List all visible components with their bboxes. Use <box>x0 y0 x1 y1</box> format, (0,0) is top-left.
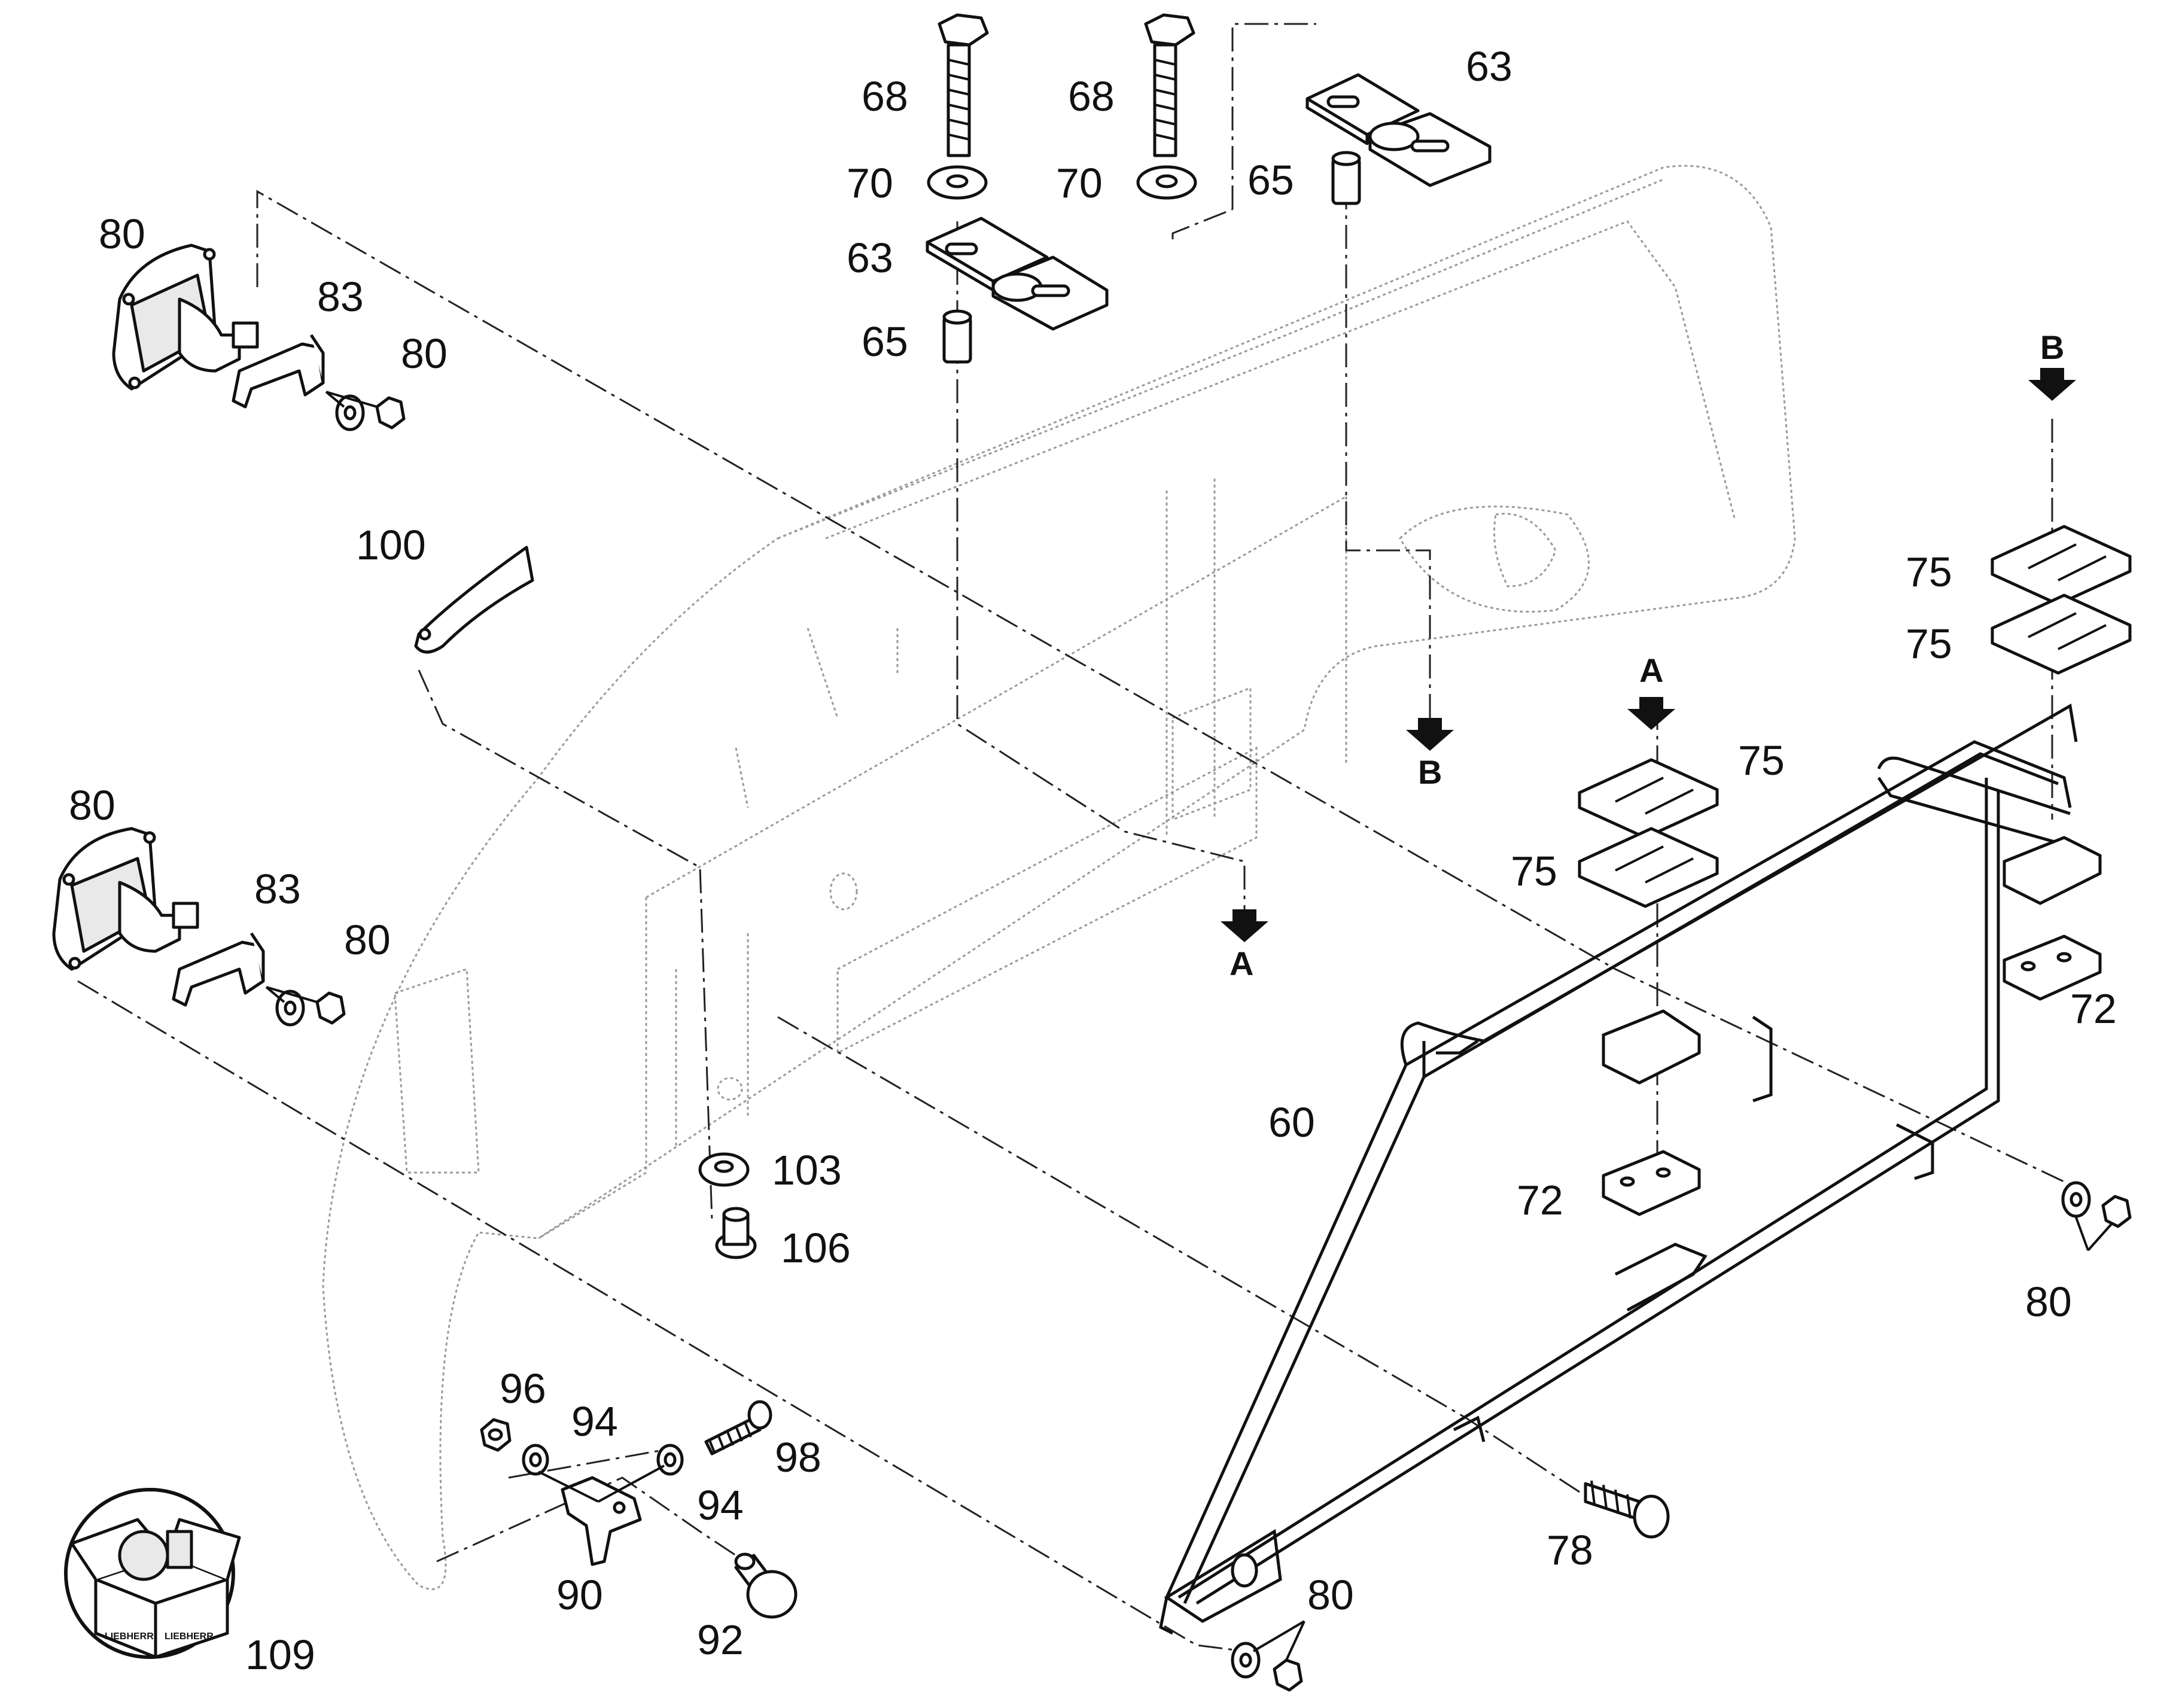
label-72-left: 72 <box>1517 1177 1563 1223</box>
part-labels: 68 68 63 70 70 65 63 65 80 83 80 100 80 … <box>69 43 2117 1678</box>
assembly-lines <box>77 23 2071 1652</box>
washer-nut-80-lower <box>275 990 346 1027</box>
label-80-lower-nut: 80 <box>344 917 391 963</box>
bolt-68-right <box>1144 13 1195 157</box>
section-a-top-letter: A <box>1639 651 1663 689</box>
label-65-left: 65 <box>862 318 908 365</box>
label-103: 103 <box>772 1147 842 1194</box>
label-60: 60 <box>1268 1099 1315 1146</box>
washer-70-left <box>927 165 988 200</box>
spring-98 <box>704 1400 772 1456</box>
label-80-lower-lamp: 80 <box>69 782 115 829</box>
plate-72-right <box>2003 934 2102 1001</box>
label-94-lower: 94 <box>697 1482 744 1529</box>
label-75-d: 75 <box>1906 620 1952 667</box>
label-80-bottom: 80 <box>1307 1572 1354 1618</box>
kit-box-brand-front: LIEBHERR <box>105 1631 154 1642</box>
fender-body-outline <box>322 165 1796 1590</box>
nut-96 <box>480 1418 512 1452</box>
washer-nut-80-bottom <box>1231 1642 1303 1692</box>
lamp-80-lower <box>52 827 199 971</box>
leader-lines <box>265 391 2113 1661</box>
label-63-right: 63 <box>1466 43 1512 90</box>
bracket-90 <box>561 1476 642 1566</box>
label-78: 78 <box>1547 1527 1593 1573</box>
label-90: 90 <box>556 1572 603 1618</box>
label-94-upper: 94 <box>571 1398 618 1445</box>
lamp-80-upper <box>112 243 259 391</box>
label-75-b: 75 <box>1511 848 1557 894</box>
frame-60 <box>1159 704 2102 1635</box>
label-65-right: 65 <box>1247 157 1294 203</box>
label-100: 100 <box>356 522 426 568</box>
hinge-63-right <box>1305 73 1492 187</box>
label-68-left: 68 <box>862 73 908 120</box>
label-80-upper-nut: 80 <box>401 330 448 377</box>
label-83-upper: 83 <box>317 273 364 320</box>
bracket-83-lower <box>172 932 265 1007</box>
label-109: 109 <box>245 1631 315 1678</box>
bolt-106 <box>715 1207 757 1259</box>
bolt-68-left <box>938 13 989 157</box>
label-75-c: 75 <box>1906 549 1952 595</box>
washer-nut-80-upper <box>335 394 406 431</box>
label-83-lower: 83 <box>254 866 301 912</box>
label-106: 106 <box>781 1225 851 1271</box>
shim-75-d <box>1991 593 2132 675</box>
shim-75-c <box>1991 525 2132 606</box>
washer-nut-80-right <box>2061 1181 2132 1228</box>
label-80-right: 80 <box>2025 1278 2072 1325</box>
section-b-mid-letter: B <box>1418 753 1442 791</box>
label-92: 92 <box>697 1616 744 1663</box>
section-arrow-a-top: A <box>1627 651 1675 730</box>
section-b-top-letter: B <box>2040 328 2064 366</box>
trim-piece-100 <box>414 546 534 654</box>
plate-72-left <box>1602 1150 1701 1216</box>
spacer-65-left <box>942 309 972 364</box>
washer-94-right <box>656 1444 684 1476</box>
kit-box-109: LIEBHERR LIEBHERR <box>64 1488 241 1659</box>
label-68-right: 68 <box>1068 73 1115 120</box>
screw-78 <box>1584 1480 1670 1539</box>
label-72-right: 72 <box>2070 985 2117 1032</box>
label-70-right: 70 <box>1056 160 1103 206</box>
washer-70-right <box>1136 165 1197 200</box>
label-75-a: 75 <box>1738 737 1785 784</box>
shim-75-b <box>1578 827 1719 908</box>
section-a-mid-letter: A <box>1230 945 1253 982</box>
bracket-83-upper <box>232 334 325 409</box>
label-80-upper-lamp: 80 <box>99 211 145 257</box>
section-arrow-b-mid: B <box>1406 718 1454 791</box>
washer-103 <box>698 1152 750 1187</box>
label-98: 98 <box>775 1434 821 1481</box>
label-63-left: 63 <box>847 235 893 281</box>
hinge-63-left <box>926 217 1109 331</box>
section-arrow-b-top: B <box>2028 328 2076 401</box>
kit-box-brand-side: LIEBHERR <box>165 1631 214 1642</box>
label-96: 96 <box>500 1365 546 1412</box>
knob-92 <box>734 1552 798 1619</box>
section-arrow-a-mid: A <box>1221 909 1268 982</box>
label-70-left: 70 <box>847 160 893 206</box>
washer-94-left <box>522 1444 549 1476</box>
shim-75-a <box>1578 758 1719 839</box>
spacer-65-right <box>1331 151 1361 205</box>
